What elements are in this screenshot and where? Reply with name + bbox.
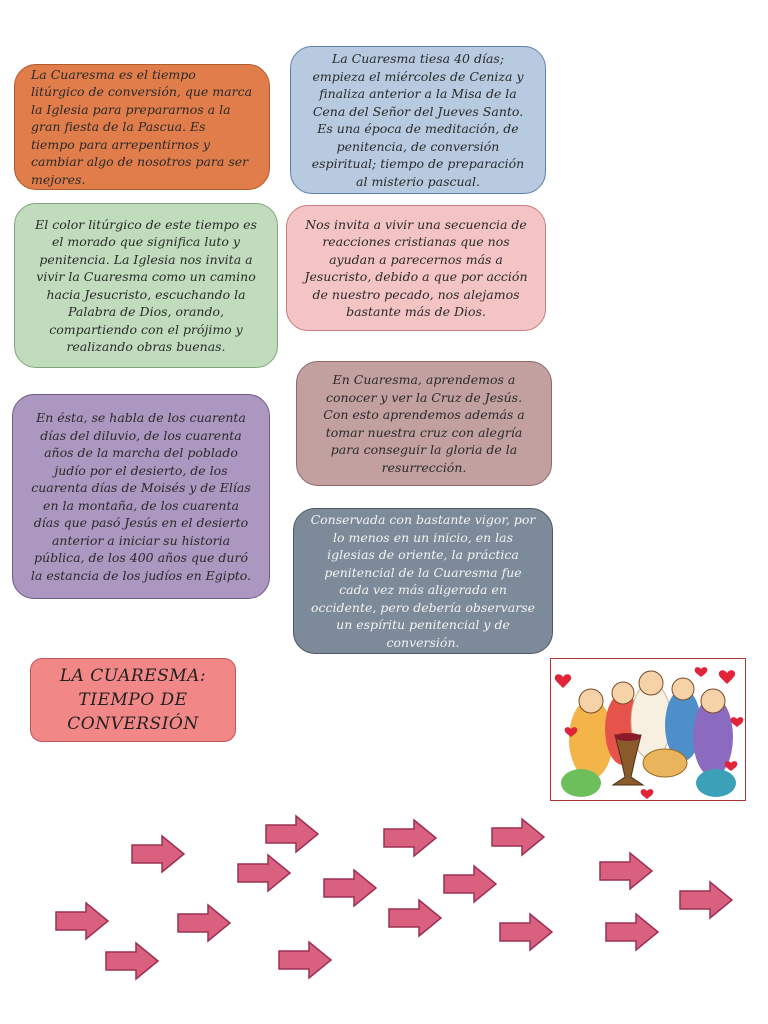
title-line-2: TIEMPO DE: [78, 690, 188, 710]
face-icon: [700, 688, 726, 714]
heart-icon: [564, 727, 578, 737]
right-arrow-icon: [54, 901, 110, 941]
right-arrow-icon: [382, 818, 438, 858]
right-arrow-icon: [490, 817, 546, 857]
right-arrow-icon: [604, 912, 660, 952]
card-text: El color litúrgico de este tiempo es el …: [35, 216, 257, 355]
right-arrow-icon: [130, 834, 186, 874]
heart-icon: [554, 674, 572, 688]
info-card-invitation: Nos invita a vivir una secuencia de reac…: [286, 205, 546, 331]
person-icon: [561, 769, 601, 797]
info-card-forty-days: En ésta, se habla de los cuarenta días d…: [12, 394, 270, 599]
title-line-1: LA CUARESMA:: [59, 666, 207, 686]
person-right-icon: [693, 697, 733, 777]
bread-icon: [642, 748, 688, 778]
right-arrow-icon: [264, 814, 320, 854]
card-text: Conservada con bastante vigor, por lo me…: [310, 512, 536, 650]
info-card-liturgical-color: El color litúrgico de este tiempo es el …: [14, 203, 278, 368]
card-text: Nos invita a vivir una secuencia de reac…: [304, 216, 528, 320]
wine-icon: [615, 733, 641, 741]
eucharist-people-illustration-icon: [550, 658, 746, 801]
title-line-3: CONVERSIÓN: [67, 714, 199, 734]
heart-icon: [640, 789, 654, 799]
person-icon: [665, 689, 701, 761]
face-icon: [611, 681, 635, 705]
heart-icon: [730, 717, 744, 727]
card-text: La Cuaresma tiesa 40 días; empieza el mi…: [311, 51, 525, 189]
face-icon: [578, 688, 604, 714]
right-arrow-icon: [236, 853, 292, 893]
person-left-icon: [569, 699, 613, 779]
heart-icon: [724, 761, 738, 771]
info-card-cross: En Cuaresma, aprendemos a conocer y ver …: [296, 361, 552, 486]
card-text: En ésta, se habla de los cuarenta días d…: [30, 410, 252, 583]
face-icon: [638, 670, 664, 696]
info-card-history: Conservada con bastante vigor, por lo me…: [293, 508, 553, 654]
card-text: En Cuaresma, aprendemos a conocer y ver …: [323, 372, 525, 475]
right-arrow-icon: [678, 880, 734, 920]
heart-icon: [694, 667, 708, 677]
right-arrow-icon: [387, 898, 443, 938]
page-title: LA CUARESMA: TIEMPO DE CONVERSIÓN: [30, 658, 236, 742]
info-card-duration: La Cuaresma tiesa 40 días; empieza el mi…: [290, 46, 546, 194]
right-arrow-icon: [104, 941, 160, 981]
right-arrow-icon: [498, 912, 554, 952]
info-card-definition: La Cuaresma es el tiempo litúrgico de co…: [14, 64, 270, 190]
right-arrow-icon: [277, 940, 333, 980]
face-icon: [671, 677, 695, 701]
card-text: La Cuaresma es el tiempo litúrgico de co…: [31, 66, 253, 187]
person-icon: [696, 769, 736, 797]
right-arrow-icon: [176, 903, 232, 943]
right-arrow-icon: [442, 864, 498, 904]
illustration-svg: [554, 667, 744, 799]
right-arrow-icon: [322, 868, 378, 908]
heart-icon: [718, 670, 736, 684]
chalice-icon: [611, 734, 645, 786]
right-arrow-icon: [598, 851, 654, 891]
